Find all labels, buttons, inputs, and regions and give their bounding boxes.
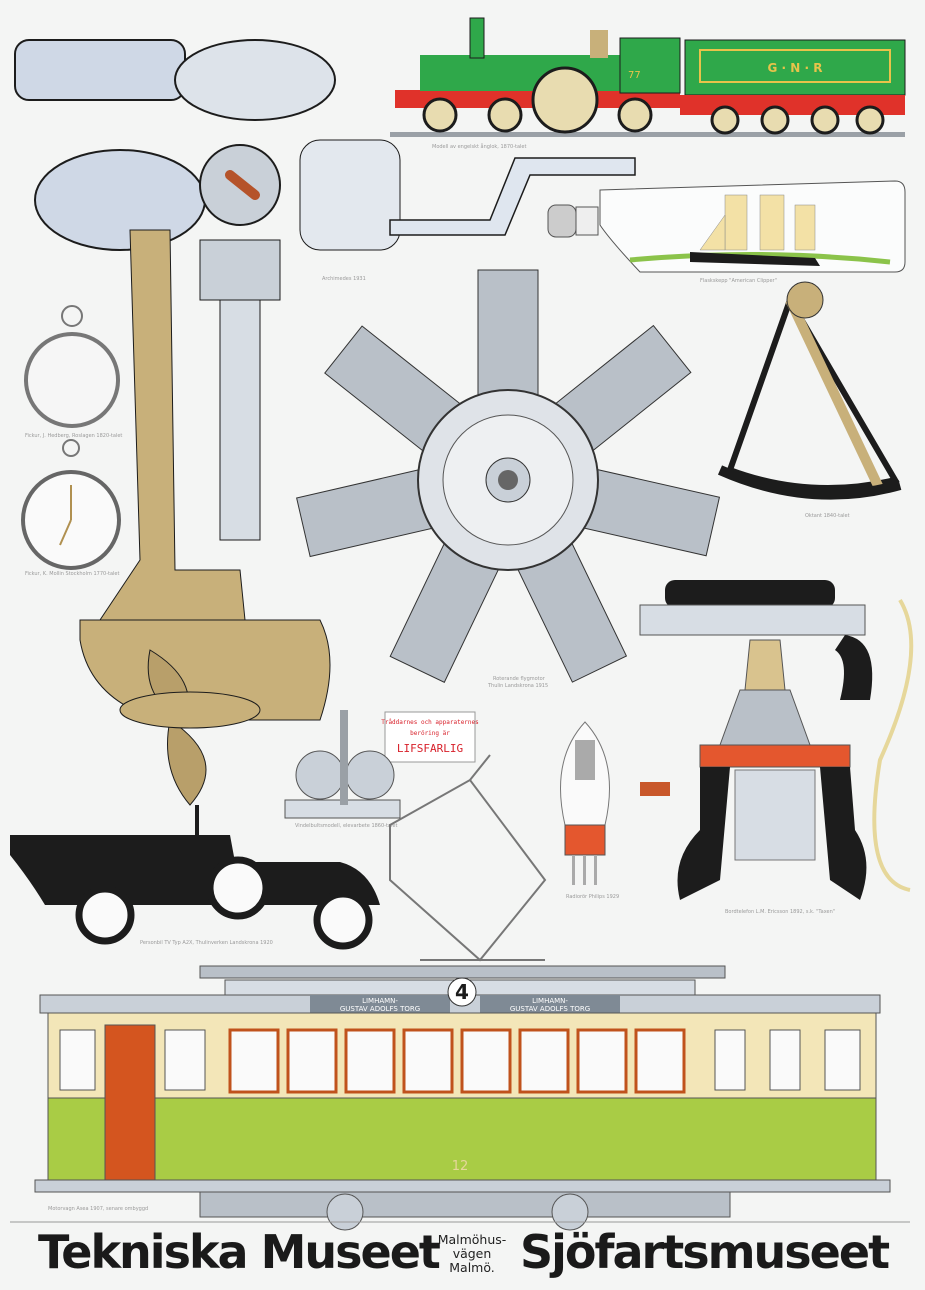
- locomotive-illustration: G · N · R 77 Modell av engelskt ånglok, …: [390, 17, 906, 150]
- pantograph-illustration: [389, 754, 547, 962]
- caption-engine-1: Roterande flygmotor: [493, 676, 546, 682]
- caption-car: Personbil TV Typ A2X, Thulinverken Lands…: [140, 940, 273, 946]
- caption-locomotive: Modell av engelskt ånglok, 1870-talet: [432, 143, 526, 150]
- caption-tram: Motorvagn Asea 1907, senare ombyggd: [48, 1206, 148, 1212]
- address-line-3: Malmö.: [449, 1260, 495, 1275]
- address-line-2: vägen: [453, 1246, 492, 1261]
- tram-destination-left-2: GUSTAV ADOLFS TORG: [340, 1005, 420, 1013]
- tram-destination-right-1: LIMHAMN-: [532, 997, 568, 1005]
- caption-engine-2: Thulin Landskrona 1915: [487, 683, 548, 689]
- caption-watch2: Fickur, K. Mollin Stockholm 1770-talet: [25, 571, 119, 577]
- caption-outboard: Archimedes 1931: [322, 276, 366, 282]
- caption-watch1: Fickur, J. Hedberg, Roslagen 1820-talet: [25, 433, 122, 439]
- telephone-illustration: Bordtelefon L.M. Ericsson 1892, s.k. "Ta…: [639, 580, 914, 915]
- pocket-watch-2: Fickur, K. Mollin Stockholm 1770-talet: [21, 439, 121, 577]
- caption-telephone: Bordtelefon L.M. Ericsson 1892, s.k. "Ta…: [725, 909, 835, 915]
- caption-dynamo: Vindelbultsmodell, elevarbete 1860-talet: [295, 823, 397, 829]
- tram-destination-left-1: LIMHAMN-: [362, 997, 398, 1005]
- sign-line-1: Tråddarnes och apparaternes: [381, 719, 479, 726]
- caption-bottle-ship: Flaskskepp "American Clipper": [700, 278, 777, 284]
- sign-line-2: beröring är: [410, 730, 450, 737]
- museum-right-title: Sjöfartsmuseet: [520, 1225, 889, 1279]
- warning-sign: Tråddarnes och apparaternes beröring är …: [381, 711, 479, 763]
- rotary-engine-illustration: Roterande flygmotor Thulin Landskrona 19…: [296, 269, 721, 689]
- tram-car-number: 12: [452, 1159, 469, 1174]
- outboard-motor-illustration: Archimedes 1931: [14, 39, 636, 806]
- dynamo-model-illustration: Vindelbultsmodell, elevarbete 1860-talet: [284, 710, 401, 829]
- tender-lettering: G · N · R: [768, 61, 823, 75]
- pocket-watch-1: Fickur, J. Hedberg, Roslagen 1820-talet: [24, 305, 122, 439]
- car-illustration: Personbil TV Typ A2X, Thulinverken Lands…: [10, 805, 380, 950]
- tram-illustration: LIMHAMN- GUSTAV ADOLFS TORG LIMHAMN- GUS…: [34, 965, 891, 1231]
- address-line-1: Malmöhus-: [438, 1232, 507, 1247]
- sign-line-3: LIFSFARLIG: [397, 742, 463, 755]
- tram-destination-right-2: GUSTAV ADOLFS TORG: [510, 1005, 590, 1013]
- museum-left-title: Tekniska Museet: [38, 1225, 440, 1279]
- caption-tube: Radiorör Philips 1929: [566, 894, 619, 900]
- loco-number: 77: [628, 70, 641, 81]
- tram-route-number: 4: [455, 980, 469, 1004]
- octant-illustration: Oktant 1840-talet: [717, 281, 902, 519]
- bottle-ship-illustration: Flaskskepp "American Clipper": [547, 180, 906, 284]
- radio-tube-illustration: Radiorör Philips 1929: [560, 721, 619, 900]
- caption-octant: Oktant 1840-talet: [805, 513, 850, 519]
